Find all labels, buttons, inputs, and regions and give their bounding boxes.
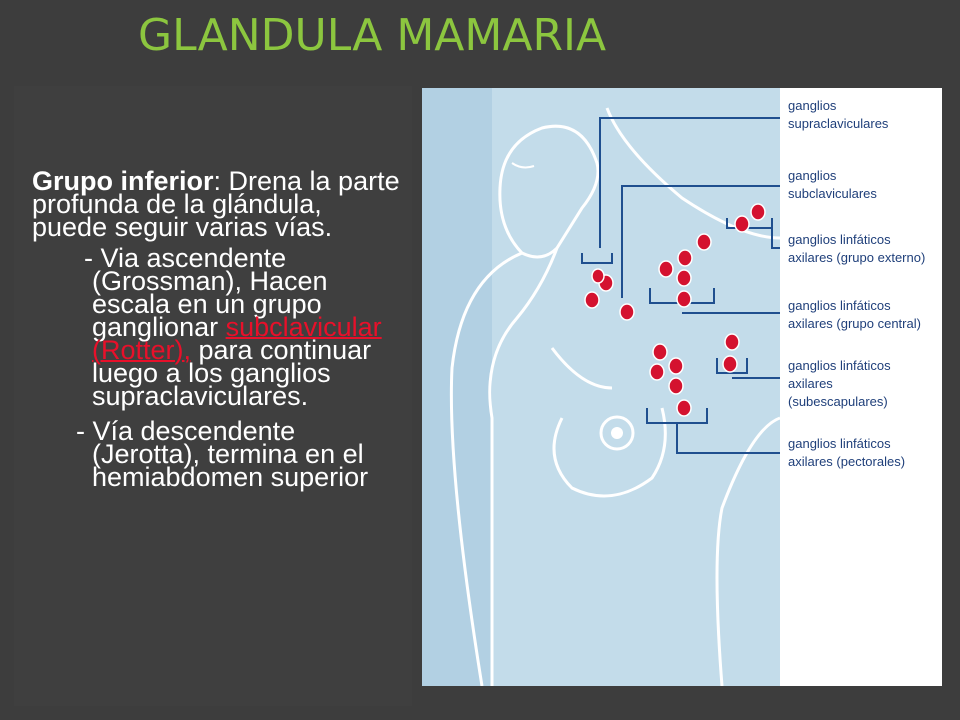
leader-lines (581, 117, 780, 454)
bracket-subesc (716, 358, 748, 374)
node-pec-1 (652, 343, 668, 361)
anatomy-figure: ganglios supraclaviculares ganglios subc… (422, 88, 942, 686)
node-ext-1 (734, 215, 750, 233)
node-pec-5 (676, 399, 692, 417)
nipple-outline (599, 415, 635, 451)
label-supra-2: supraclaviculares (788, 116, 889, 131)
nipple (611, 427, 623, 439)
body-text: Grupo inferior: Drena la parte profunda … (32, 168, 404, 492)
intro-text: : Drena la parte profunda de la glándula… (32, 166, 400, 242)
body-outline-head (488, 124, 600, 686)
label-area (780, 88, 942, 686)
node-pec-4 (668, 377, 684, 395)
bracket-ext (726, 218, 773, 229)
label-cen-2: axilares (grupo central) (788, 316, 921, 331)
label-subesc-3: (subescapulares) (788, 394, 888, 409)
node-subesc-2 (722, 355, 738, 373)
asc-highlight: subclavicular (Rotter), (92, 312, 382, 365)
asc-text-after: para continuar luego a los ganglios supr… (92, 335, 372, 411)
arm-outline-top (605, 107, 781, 240)
label-subc-1: ganglios (788, 168, 837, 183)
bracket-supra (581, 253, 613, 264)
node-supra-3 (591, 268, 605, 284)
node-cen-4 (676, 269, 692, 287)
label-subesc-1: ganglios linfáticos (788, 358, 891, 373)
slide-title: GLANDULA MAMARIA (138, 10, 607, 61)
line-subc (621, 185, 780, 298)
label-subesc-2: axilares (788, 376, 833, 391)
node-cen-3 (696, 233, 712, 251)
figure-shade-left (422, 88, 492, 686)
intro-paragraph: Grupo inferior: Drena la parte profunda … (32, 168, 404, 241)
asc-text-before: - Via ascendente (Grossman), Hacen escal… (84, 243, 328, 342)
eye-line (511, 162, 535, 169)
label-pec-1: ganglios linfáticos (788, 436, 891, 451)
node-subc-1 (619, 303, 635, 321)
label-pec-2: axilares (pectorales) (788, 454, 905, 469)
body-outline-left (449, 251, 523, 686)
node-cen-1 (658, 260, 674, 278)
node-cen-5 (676, 290, 692, 308)
node-supra-1 (584, 291, 600, 309)
node-pec-2 (668, 357, 684, 375)
text-panel (14, 86, 412, 706)
body-outline-right (715, 416, 781, 686)
bracket-pec (646, 408, 708, 424)
intro-bold: Grupo inferior (32, 166, 214, 196)
node-pec-3 (649, 363, 665, 381)
label-supra-1: ganglios (788, 98, 837, 113)
label-cen-1: ganglios linfáticos (788, 298, 891, 313)
node-cen-2 (677, 249, 693, 267)
line-pec (676, 423, 780, 454)
breast-outline (550, 347, 667, 498)
lymph-nodes (584, 203, 766, 417)
node-subesc-1 (724, 333, 740, 351)
label-subc-2: subclaviculares (788, 186, 877, 201)
label-ext-1: ganglios linfáticos (788, 232, 891, 247)
node-ext-2 (750, 203, 766, 221)
descending-paragraph: - Vía descendente (Jerotta), termina en … (76, 416, 369, 492)
anatomy-diagram: ganglios supraclaviculares ganglios subc… (422, 88, 942, 686)
line-supra (599, 117, 780, 248)
ascending-paragraph: - Via ascendente (Grossman), Hacen escal… (32, 245, 404, 411)
label-ext-2: axilares (grupo externo) (788, 250, 925, 265)
